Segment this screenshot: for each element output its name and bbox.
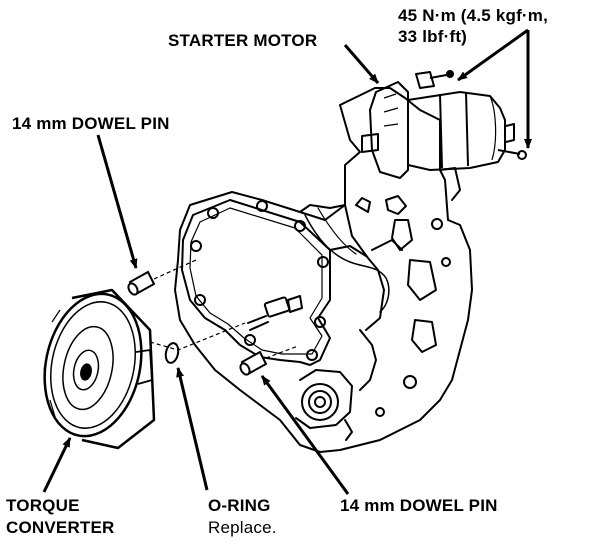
dowel-pin-upper (127, 270, 156, 296)
leader-starter-motor (343, 44, 380, 84)
o-ring-label: O-RING (208, 496, 271, 515)
dowel-pin-lower-label: 14 mm DOWEL PIN (340, 496, 498, 515)
assembly-alignment-lines (149, 259, 299, 359)
o-ring-replace-note: Replace. (208, 518, 277, 537)
torque-converter (43, 288, 156, 450)
torque-spec-line1: 45 N·m (4.5 kgf·m, (398, 6, 549, 25)
leader-torque-bolt-upper (457, 28, 529, 82)
dowel-pin-lower (239, 350, 268, 376)
o-ring (164, 342, 180, 364)
starter-motor-label: STARTER MOTOR (168, 31, 318, 50)
callout-leader-lines (42, 28, 532, 495)
torque-converter-label-line2: CONVERTER (6, 518, 115, 537)
torque-converter-label-line1: TORQUE (6, 496, 80, 515)
torque-spec-line2: 33 lbf·ft) (398, 27, 468, 46)
transmission-case (174, 87, 473, 453)
leader-dowel-pin-lower (260, 375, 350, 495)
dowel-pin-upper-label: 14 mm DOWEL PIN (12, 114, 170, 133)
leader-dowel-pin-upper (96, 134, 138, 269)
starter-motor (361, 70, 527, 179)
leader-o-ring (176, 367, 209, 491)
leader-torque-converter (42, 437, 72, 493)
